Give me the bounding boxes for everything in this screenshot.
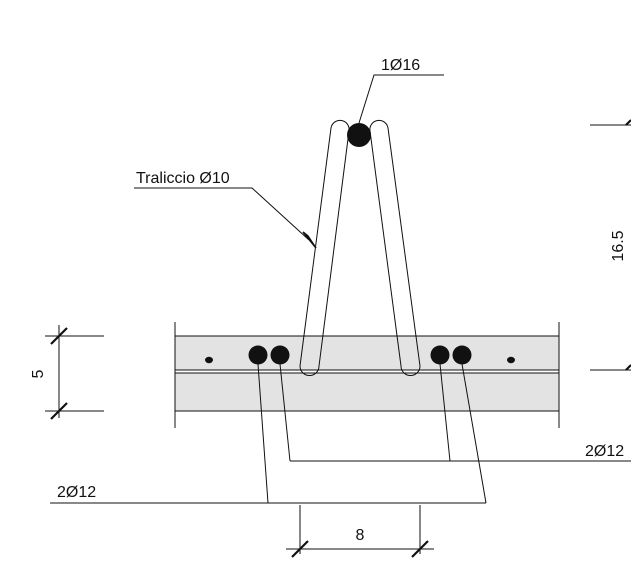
- left-bars-label: 2Ø12: [57, 484, 96, 501]
- height-dim-label: 16.5: [610, 230, 627, 261]
- concrete-slab: [174, 322, 560, 428]
- truss-label: Traliccio Ø10: [136, 170, 230, 187]
- slab-upper-band: [175, 336, 559, 370]
- top-bar-label: 1Ø16: [381, 57, 420, 74]
- small-bar-left: [205, 356, 213, 364]
- slab-lower-band: [175, 373, 559, 411]
- spacing-dim-label: 8: [356, 527, 365, 544]
- slab-thickness-dimension: 5: [30, 325, 104, 420]
- bottom-bar-12-b: [270, 345, 290, 365]
- rebars: [205, 123, 515, 365]
- small-bar-right: [507, 356, 515, 364]
- top-bar-16: [347, 123, 371, 147]
- height-dimension: 16.5: [590, 119, 631, 371]
- right-bars-label: 2Ø12: [585, 443, 624, 460]
- bottom-bar-12-d: [452, 345, 472, 365]
- right-bars-callout: 2Ø12: [279, 363, 631, 462]
- slab-dim-label: 5: [30, 369, 47, 378]
- bottom-bar-12-c: [430, 345, 450, 365]
- truss-callout: Traliccio Ø10: [134, 170, 317, 249]
- bottom-bar-12-a: [248, 345, 268, 365]
- spacing-dimension: 8: [286, 505, 434, 558]
- top-bar-callout: 1Ø16: [358, 57, 444, 124]
- left-bars-callout: 2Ø12: [50, 363, 487, 504]
